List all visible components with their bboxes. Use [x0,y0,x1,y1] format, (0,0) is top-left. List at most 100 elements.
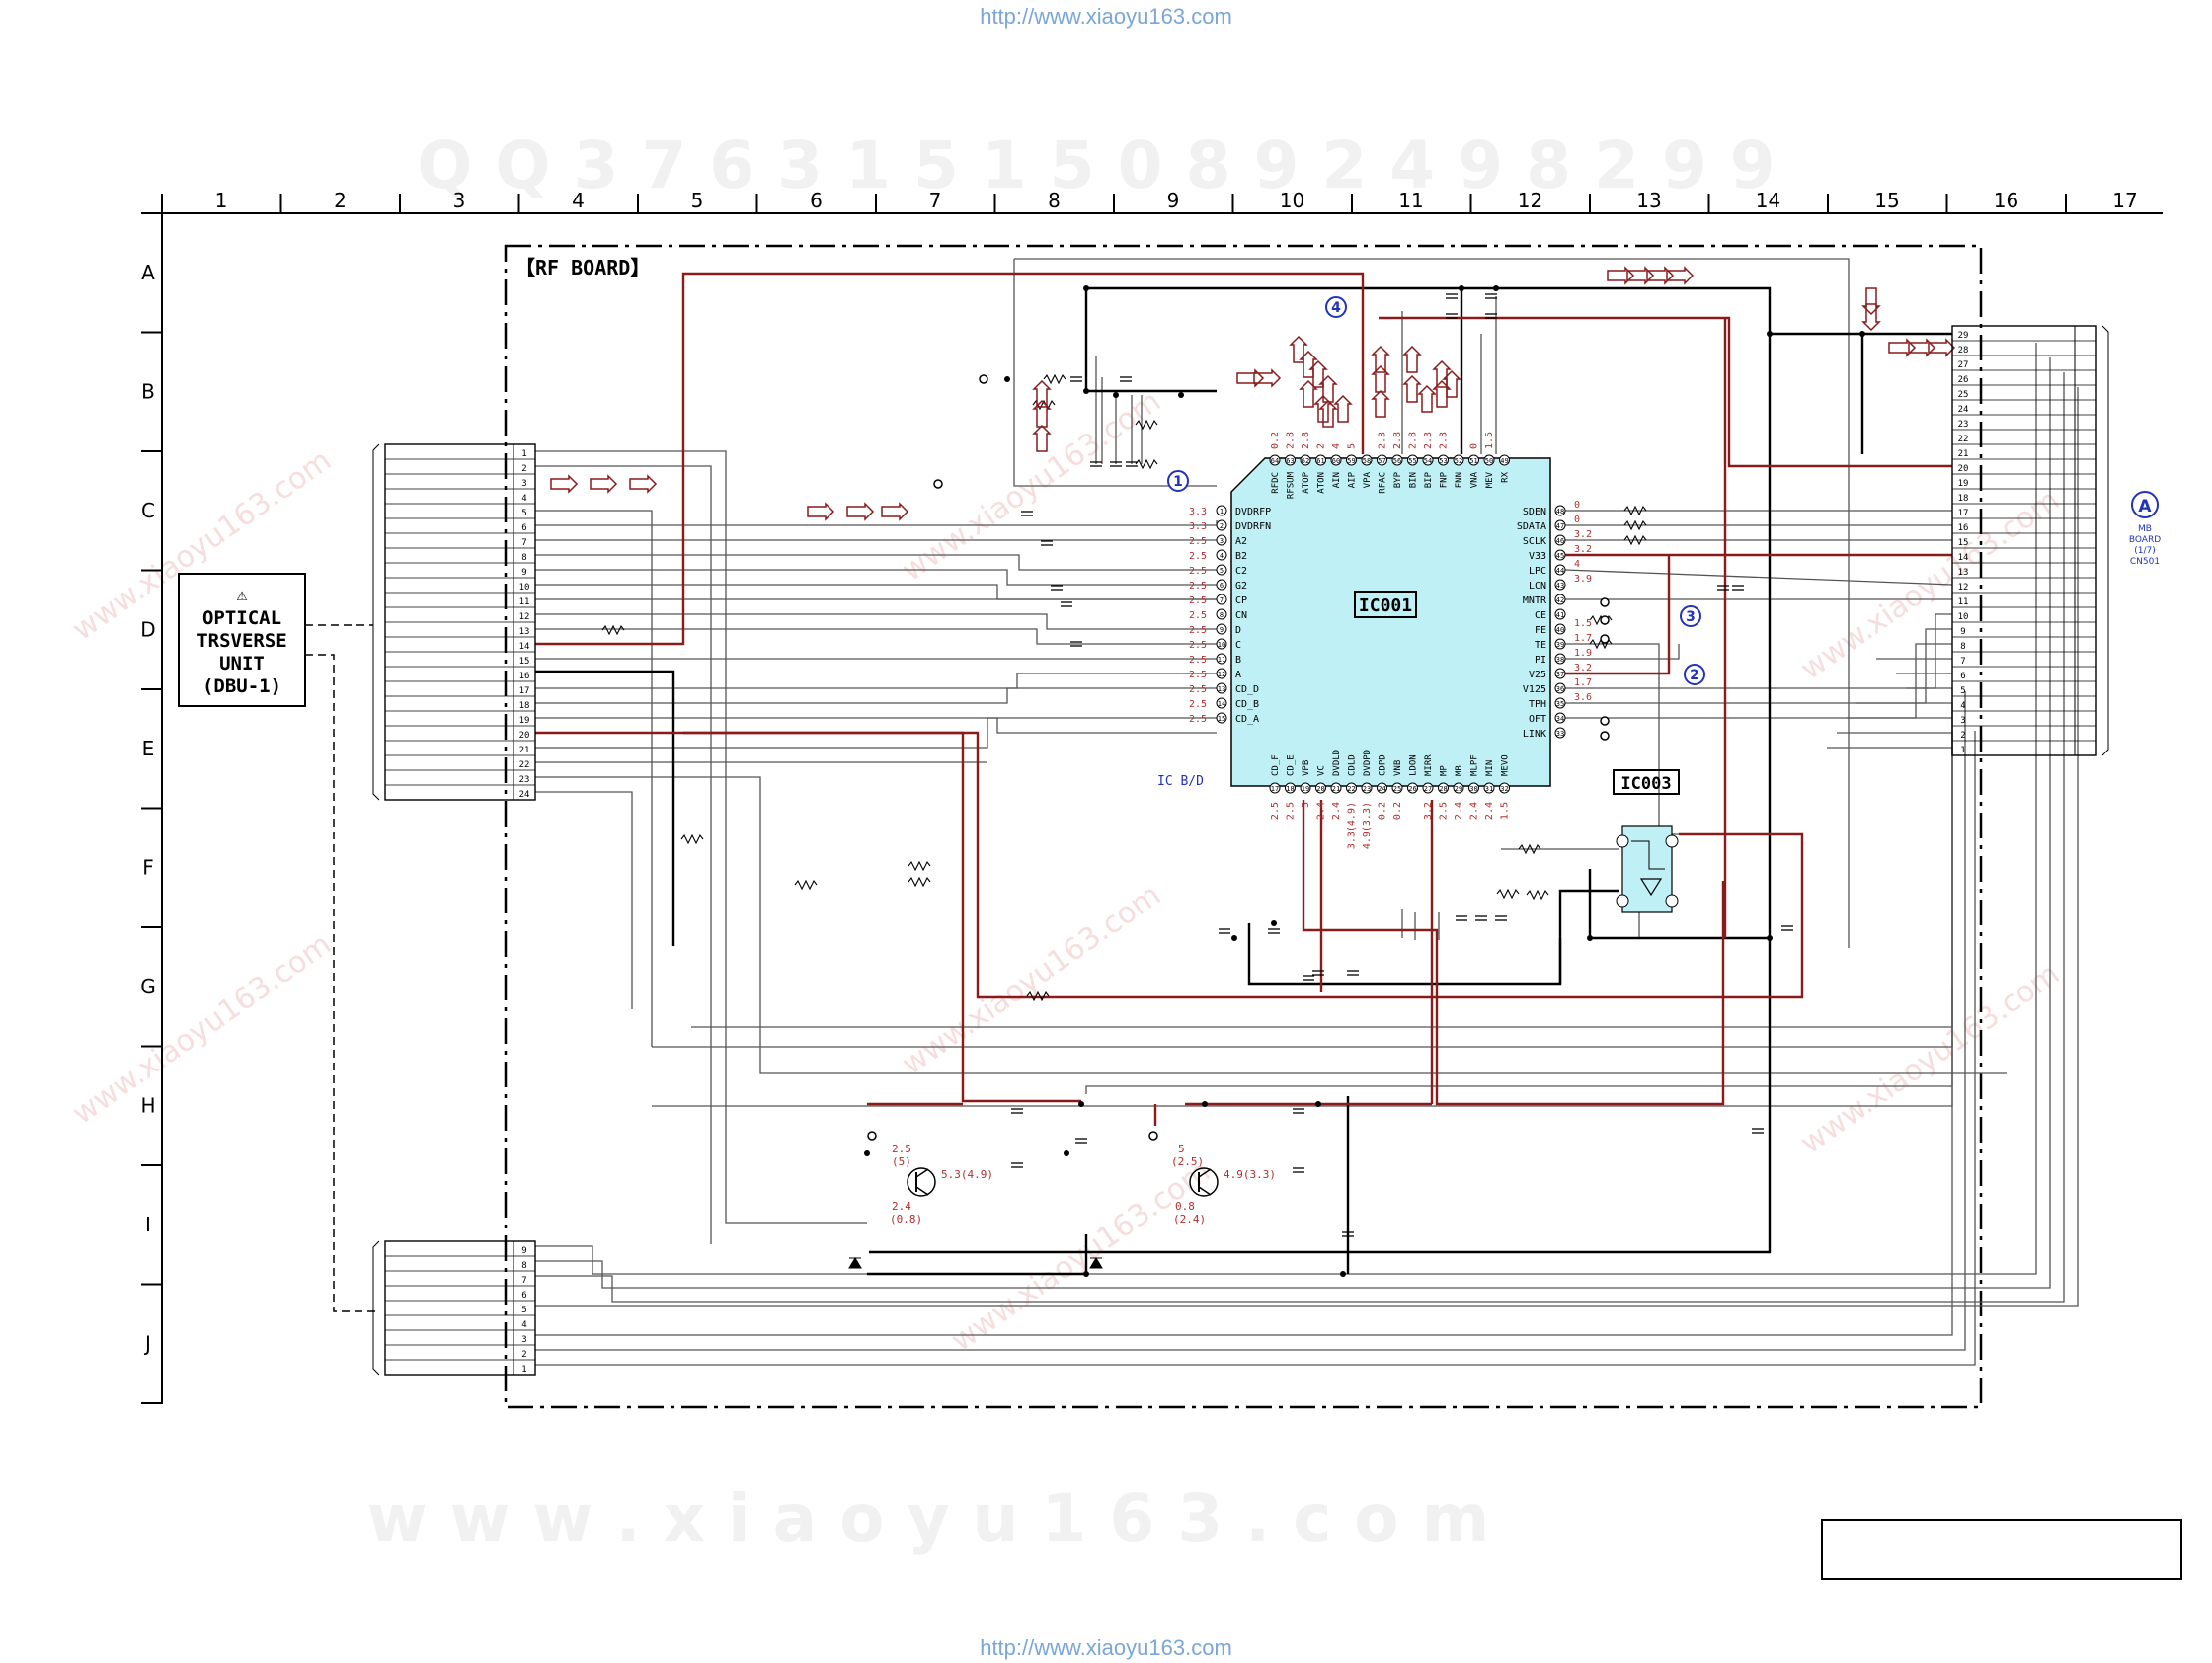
ic001-pin-name: LDON [1409,754,1419,776]
connector-pin-number: 11 [1958,597,1969,607]
ic001-pin-name: RFAC [1379,472,1388,494]
junction-dot [1493,285,1499,291]
ic001-pin-number: 46 [1556,537,1564,545]
ic001-pin-voltage: 2.5 [1286,802,1297,820]
ic001-pin-voltage: 1.7 [1574,633,1592,644]
ic001-pin-name: MNTR [1523,595,1547,606]
ic001-pin-number: 55 [1408,457,1416,465]
signal-arrow [1371,389,1390,418]
resistor [1135,419,1158,431]
ic001-pin-number: 33 [1556,730,1564,738]
ic001-pin-name: AIN [1332,472,1342,488]
junction-dot [1459,285,1464,291]
ic001-pin-number: 17 [1271,785,1279,793]
connector-pin-number: 22 [519,760,530,770]
signal-arrow [550,474,579,494]
ic001-pin-voltage: 0 [1574,515,1580,525]
connector-pin-number: 3 [1960,716,1965,726]
ic001-pin-name: RFDC [1271,472,1281,494]
ic001-pin-number: 31 [1485,785,1493,793]
transistor-right: 5 (2.5) 4.9(3.3) 0.8 (2.4) [1171,1143,1276,1226]
signal-arrow [1666,266,1695,285]
watermark-top: Q Q 3 7 6 3 1 5 1 5 0 8 9 2 4 9 8 2 9 9 [417,127,1775,203]
connector-right-cn501: 2928272625242322212019181716151413121110… [1951,325,2109,756]
ic001-pin-voltage: 2.5 [1189,684,1207,695]
ic001-pin-name: MEVO [1501,754,1511,776]
ic001-pin-voltage: 5 [1301,802,1311,808]
q-right-collector-v: 4.9(3.3) [1224,1168,1276,1181]
connector-pin-number: 7 [1960,657,1965,667]
ic001-pin-name: D [1235,625,1241,636]
signal-arrow [1299,379,1318,408]
connector-pin-number: 19 [519,716,530,726]
ic001-pin-number: 58 [1363,457,1371,465]
title-block [1821,1519,2182,1580]
ic001-pin-number: 44 [1556,567,1564,575]
resistor [1135,458,1158,470]
marker-circle [1684,664,1705,685]
transistor-left: 2.5 (5) 5.3(4.9) 2.4 (0.8) [890,1143,993,1226]
ic001-pin-number: 38 [1556,656,1564,664]
ic003-label: IC003 [1620,774,1671,794]
ic001-pin-number: 54 [1424,457,1432,465]
ic001-pin-number: 53 [1439,457,1447,465]
column-label: 7 [929,189,942,212]
ic001-pin-name: MP [1440,765,1450,776]
ic001-pin-voltage: 3.2 [1574,663,1592,673]
ic001-pin-name: TE [1535,640,1546,651]
ic001-pin-name: MIRR [1424,754,1434,776]
junction-dot [1340,1271,1346,1277]
resistor [601,624,625,636]
connector-pin-number: 18 [519,701,530,711]
ic001-pin-name: FNP [1440,471,1450,488]
ic001-pin-number: 30 [1469,785,1477,793]
ic001-pin-number: 3 [1220,537,1224,545]
watermark-diagonal: www.xiaoyu163.com [1794,483,2066,687]
junction-dot [1083,1271,1089,1277]
signal-direction-arrows [550,266,1956,521]
signal-arrow [1888,338,1917,357]
ic001-pin-number: 11 [1218,656,1225,664]
junction-dot [1113,392,1119,398]
rf-board-outline [504,244,1983,1409]
footer-url[interactable]: http://www.xiaoyu163.com [980,1635,1232,1660]
ic001-pin-name: V33 [1529,551,1546,562]
optical-unit: ⚠ OPTICAL TRSVERSE UNIT (DBU-1) [178,573,375,1312]
ic001-pin-name: CE [1535,610,1546,621]
header-url[interactable]: http://www.xiaoyu163.com [980,4,1232,29]
signal-arrow [1432,379,1452,408]
ic001-pin-voltage: 3.6 [1574,692,1592,703]
ic001-pin-name: VNA [1470,471,1480,488]
junction-dot [1271,920,1277,926]
ic001-pin-name: CDLD [1348,754,1358,776]
ic001-pin-name: MIN [1485,760,1495,776]
row-label: A [141,261,155,284]
ic001-pin-name: LCN [1529,581,1546,592]
ic001-pin-number: 45 [1556,552,1564,560]
connector-pin-number: 23 [1958,420,1969,430]
ic001-pin-number: 32 [1500,785,1508,793]
q-left-emitter-v: 2.4 [892,1200,911,1213]
ic001-pin-number: 43 [1556,582,1564,590]
rf-board-label: 【RF BOARD】 [515,256,650,279]
ic001-pin-name: BYP [1393,471,1403,488]
ic001-pin-number: 60 [1332,457,1340,465]
ic001-pin-name: A [1235,670,1241,680]
passive-components [601,285,1865,1277]
connector-pin-number: 17 [519,686,530,696]
column-label: 3 [453,189,466,212]
test-point [933,479,943,489]
ic001-pin-name: DVDPD [1363,750,1373,776]
test-point [1600,716,1610,726]
column-label: 5 [691,189,704,212]
ic001-pin-voltage: 2.5 [1189,551,1207,562]
ic001-pin-number: 47 [1556,522,1564,530]
connector-pin-number: 14 [519,642,530,652]
resistor [680,833,704,845]
ic001-pin-voltage: 4 [1331,443,1342,449]
ic001-pin-name: RFSUM [1287,471,1297,499]
row-label: B [141,380,155,404]
ic001-pin-number: 37 [1556,671,1564,678]
